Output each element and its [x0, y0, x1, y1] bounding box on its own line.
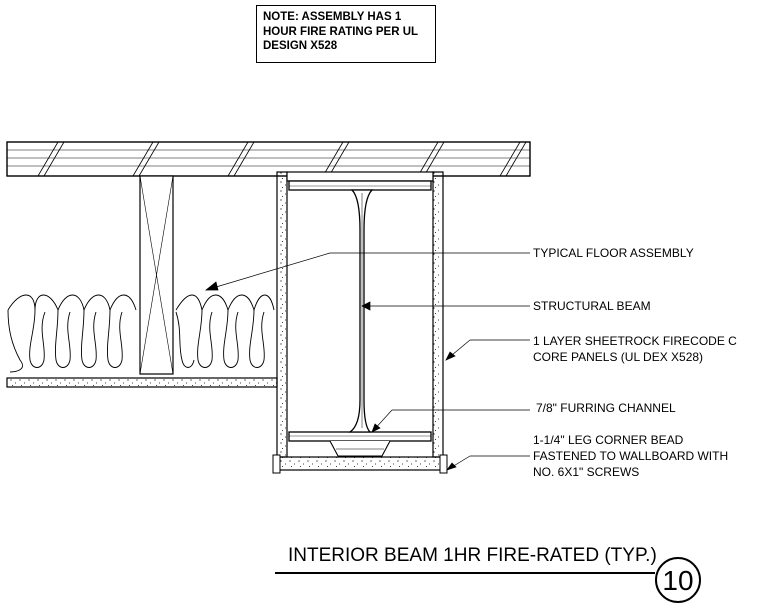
callout-corner-bead-line-3: NO. 6X1" SCREWS [533, 465, 640, 479]
callout-corner-bead-line-1: 1-1/4" LEG CORNER BEAD [533, 433, 684, 447]
drawing-title: INTERIOR BEAM 1HR FIRE-RATED (TYP.) [288, 545, 657, 566]
floor-deck [6, 141, 531, 177]
callout-sheetrock-line-1: 1 LAYER SHEETROCK FIRECODE C [533, 334, 737, 348]
callout-sheetrock-line-2: CORE PANELS (UL DEX X528) [533, 350, 704, 364]
joist [139, 175, 174, 375]
drywall-enclosure [272, 171, 448, 474]
leader-lines [205, 252, 530, 471]
callout-corner-bead-line-2: FASTENED TO WALLBOARD WITH [533, 449, 729, 463]
note-line-3: DESIGN X528 [263, 40, 338, 52]
ceiling-board [6, 377, 278, 388]
callout-structural-beam: STRUCTURAL BEAM [533, 299, 651, 313]
note-line-1: NOTE: ASSEMBLY HAS 1 [263, 11, 402, 23]
steel-beam [288, 180, 432, 442]
callout-furring-channel: 7/8" FURRING CHANNEL [536, 401, 676, 415]
note-line-2: HOUR FIRE RATING PER UL [263, 25, 419, 38]
insulation [7, 294, 275, 373]
callout-floor-assembly: TYPICAL FLOOR ASSEMBLY [533, 246, 694, 260]
note-box: NOTE: ASSEMBLY HAS 1 HOUR FIRE RATING PE… [256, 5, 436, 63]
furring-channel [329, 440, 391, 457]
detail-number: 10 [655, 557, 701, 603]
